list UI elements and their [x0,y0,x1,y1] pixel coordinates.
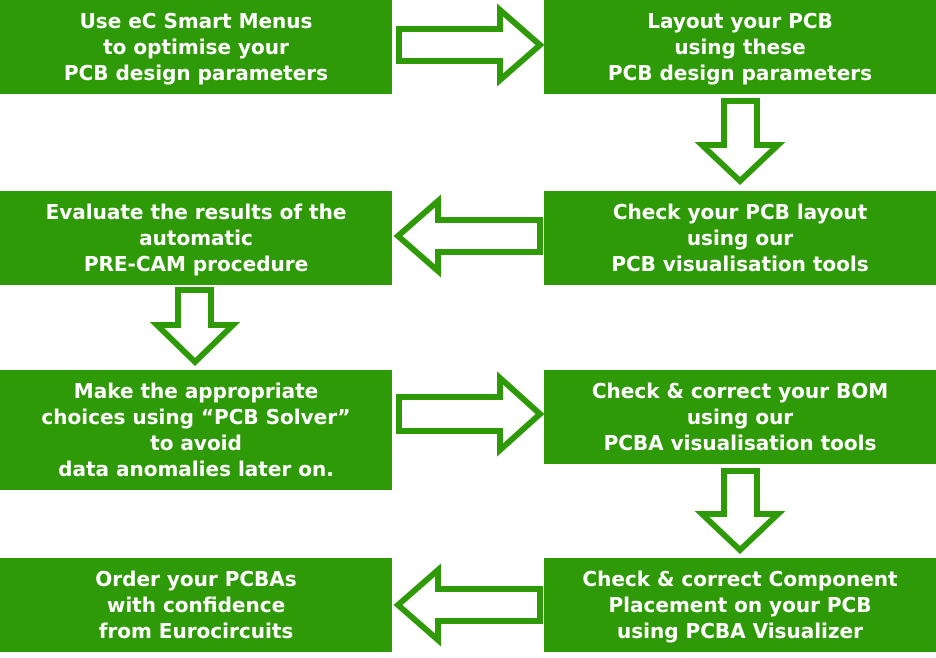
step-4-line-2: automatic [139,226,253,250]
step-3-line-2: using our [686,226,794,250]
arrow-down-icon [694,98,786,186]
step-6-box: Check & correct your BOM using our PCBA … [544,370,936,464]
arrow-right-icon [396,371,545,457]
step-7-line-2: Placement on your PCB [608,593,872,617]
step-5-line-3: to avoid [150,431,242,455]
step-8-line-3: from Eurocircuits [98,619,294,643]
step-8-line-2: with confidence [106,593,286,617]
step-7-line-3: using PCBA Visualizer [617,619,863,643]
step-2-box: Layout your PCB using these PCB design p… [544,0,936,94]
step-3-line-3: PCB visualisation tools [611,252,869,276]
step-5-line-2: choices using “PCB Solver” [41,405,351,429]
step-7-line-1: Check & correct Component [582,567,898,591]
step-5-box: Make the appropriate choices using “PCB … [0,370,392,490]
arrow-down-icon [694,468,786,555]
step-4-line-3: PRE-CAM procedure [83,252,309,276]
step-6-line-1: Check & correct your BOM [591,379,889,403]
step-5-line-1: Make the appropriate [73,379,319,403]
step-6-line-3: PCBA visualisation tools [603,431,877,455]
arrow-left-icon [393,194,543,278]
step-1-line-1: Use eC Smart Menus [79,9,313,33]
step-1-box: Use eC Smart Menus to optimise your PCB … [0,0,392,94]
step-6-line-2: using our [686,405,794,429]
step-4-box: Evaluate the results of the automatic PR… [0,191,392,285]
step-3-box: Check your PCB layout using our PCB visu… [544,191,936,285]
arrow-right-icon [396,3,545,87]
step-2-line-1: Layout your PCB [647,9,833,33]
step-8-box: Order your PCBAs with confidence from Eu… [0,558,392,652]
arrow-down-icon [149,287,241,367]
step-1-line-3: PCB design parameters [63,61,329,85]
step-7-box: Check & correct Component Placement on y… [544,558,936,652]
arrow-left-icon [393,563,543,647]
step-3-line-1: Check your PCB layout [612,200,868,224]
step-8-line-1: Order your PCBAs [95,567,297,591]
step-4-line-1: Evaluate the results of the [45,200,347,224]
step-2-line-2: using these [674,35,806,59]
step-1-line-2: to optimise your [103,35,289,59]
step-2-line-3: PCB design parameters [607,61,873,85]
step-5-line-4: data anomalies later on. [58,457,334,481]
